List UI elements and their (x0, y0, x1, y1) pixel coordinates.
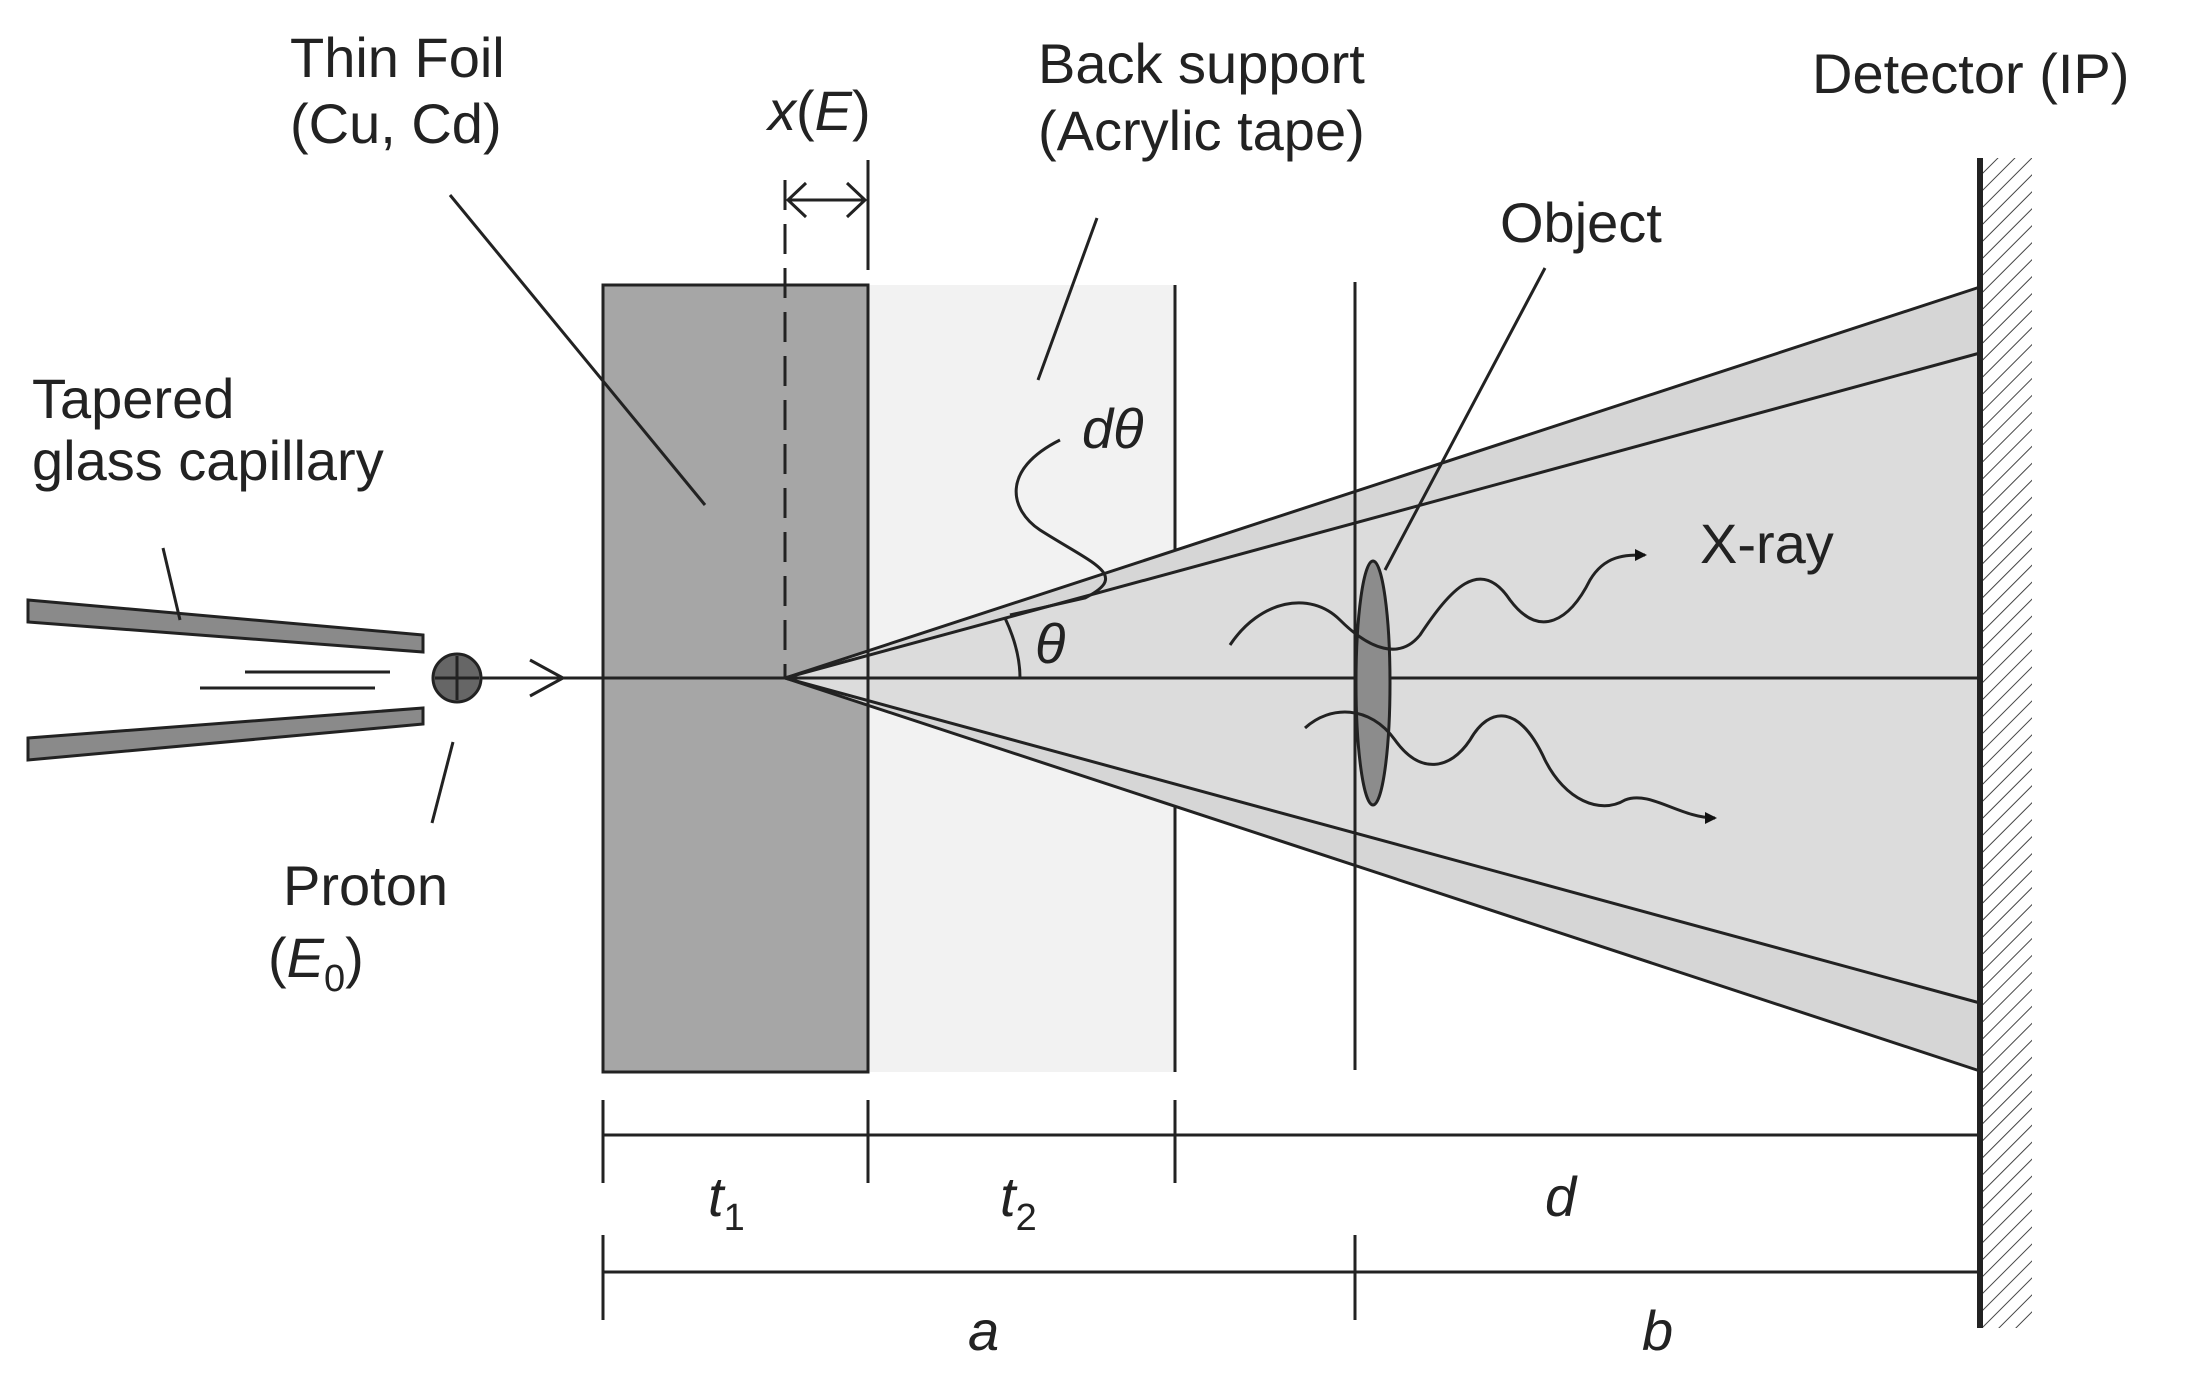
d-theta-label: dθ (1082, 397, 1144, 460)
x-ray-wave-upper (1228, 549, 1647, 651)
thin-foil-label-2: (Cu, Cd) (290, 92, 502, 155)
thin-foil-label-1: Thin Foil (290, 26, 505, 89)
cone-edge-top-inner (784, 351, 1981, 680)
capillary-leader (161, 547, 182, 621)
cone-edge-top-outer (784, 285, 1981, 680)
thin-foil-leader (448, 194, 707, 506)
capillary-lower-wall (26, 706, 425, 762)
proton-leader (430, 741, 455, 824)
x-ray-label: X-ray (1700, 512, 1834, 575)
back-support-label-2: (Acrylic tape) (1038, 99, 1365, 162)
back-support-label-1: Back support (1038, 32, 1365, 95)
cone-edge-bottom-outer (784, 676, 1981, 1073)
t1-label: t1 (708, 1165, 745, 1239)
capillary-label-1: Tapered (32, 367, 234, 430)
x-ray-wave-lower (1303, 710, 1717, 824)
object-leader (1383, 267, 1547, 571)
capillary-label-2: glass capillary (32, 429, 384, 492)
proton-label-2: (E0) (268, 926, 364, 1000)
d-theta-leader (1009, 438, 1108, 617)
cone-edge-bottom-inner (784, 676, 1981, 1005)
x-e-arrow-right (845, 181, 868, 219)
detector-plate (1980, 158, 2032, 1328)
capillary-upper-wall (26, 598, 425, 654)
b-label: b (1642, 1299, 1673, 1362)
x-e-arrow-left (785, 181, 808, 219)
object-ellipse (1354, 559, 1392, 807)
detector-label: Detector (IP) (1812, 42, 2129, 105)
object-label: Object (1500, 191, 1662, 254)
t2-label: t2 (1000, 1165, 1037, 1239)
d-label: d (1545, 1165, 1578, 1228)
theta-label: θ (1035, 612, 1065, 675)
theta-arc (1003, 617, 1022, 679)
x-of-e-label: x(E) (765, 79, 871, 142)
proton-arrow-head (529, 658, 567, 698)
proton-label-1: Proton (283, 854, 448, 917)
back-support-leader (1036, 217, 1099, 381)
a-label: a (968, 1299, 999, 1362)
